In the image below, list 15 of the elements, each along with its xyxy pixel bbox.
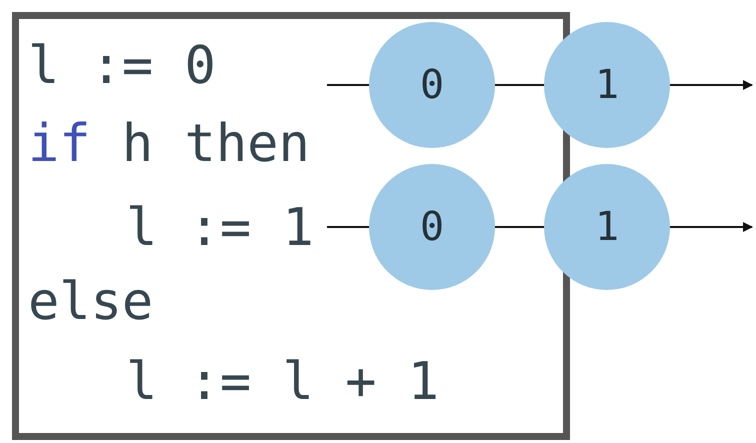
code-line: if h then <box>28 114 310 174</box>
connector-line <box>495 84 544 86</box>
code-line: l := 1 <box>126 198 314 258</box>
connector-line <box>327 84 369 86</box>
arrow <box>670 80 753 90</box>
code-line: l := l + 1 <box>126 352 440 412</box>
connector-line <box>327 226 369 228</box>
state-value: 0 <box>420 62 444 108</box>
state-value: 0 <box>420 204 444 250</box>
state-value: 1 <box>594 62 620 108</box>
code-line: l := 0 <box>28 36 216 96</box>
arrow <box>670 222 753 232</box>
state-value: 1 <box>594 204 620 250</box>
code-line: else <box>28 272 154 332</box>
connector-line <box>495 226 544 228</box>
